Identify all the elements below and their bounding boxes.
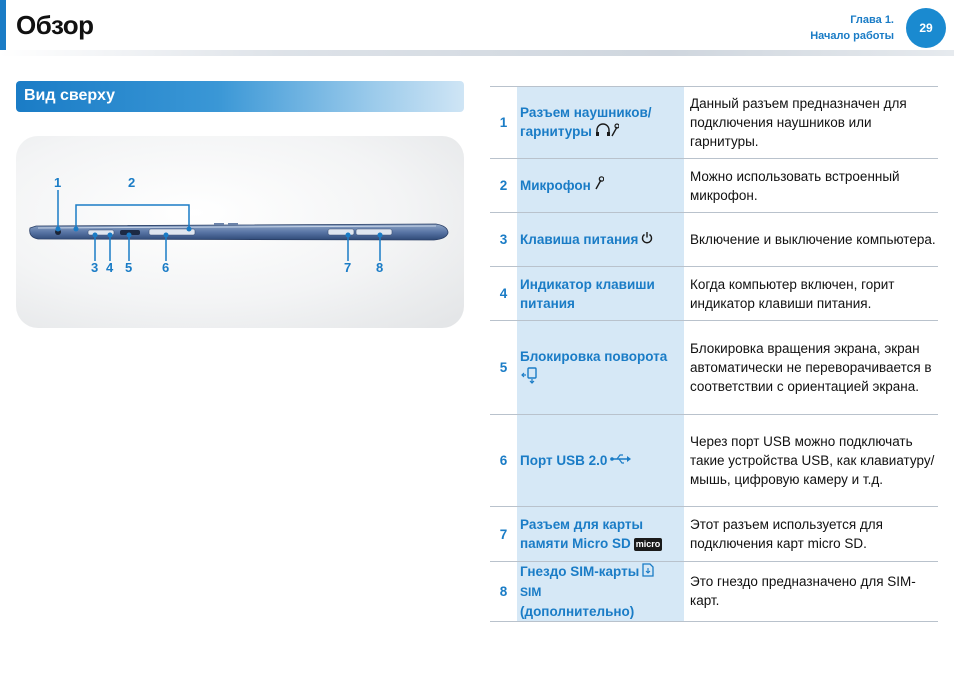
callout-8: 8 — [376, 260, 383, 275]
sim-label: SIM — [520, 584, 542, 599]
chapter-label: Глава 1. Начало работы — [810, 12, 894, 44]
row-number: 3 — [490, 212, 517, 267]
header-divider — [0, 50, 954, 56]
table-row: 8 Гнездо SIM-карты SIM(дополнительно) Эт… — [490, 561, 938, 622]
rotation-lock-icon — [520, 366, 540, 389]
device-illustration: 1 2 3 4 5 6 7 8 — [29, 175, 449, 275]
row-description: Можно использовать встроенный микрофон. — [684, 158, 938, 213]
table-row: 3 Клавиша питания Включение и выключение… — [490, 212, 938, 267]
row-name: Блокировка поворота — [517, 320, 684, 415]
row-name-suffix: (дополнительно) — [520, 603, 635, 619]
table-row: 6 Порт USB 2.0 Через порт USB можно подк… — [490, 414, 938, 507]
microsd-icon: micro — [633, 537, 663, 551]
section-title: Вид сверху — [24, 87, 115, 104]
headset-icon — [595, 123, 620, 142]
row-description: Данный разъем предназначен для подключен… — [684, 86, 938, 159]
table-row: 2 Микрофон Можно использовать встроенный… — [490, 158, 938, 213]
row-name: Микрофон — [517, 158, 684, 213]
row-name: Порт USB 2.0 — [517, 414, 684, 507]
row-name: Индикатор клавиши питания — [517, 266, 684, 321]
row-description: Включение и выключение компьютера. — [684, 212, 938, 267]
ports-table: 1 Разъем наушников/ гарнитуры Данный раз… — [490, 86, 938, 622]
row-number: 7 — [490, 506, 517, 562]
row-number: 8 — [490, 561, 517, 622]
power-icon — [641, 230, 653, 249]
row-description: Это гнездо предназначено для SIM-карт. — [684, 561, 938, 622]
page-title: Обзор — [16, 10, 94, 40]
row-description: Когда компьютер включен, горит индикатор… — [684, 266, 938, 321]
chapter-number: Глава 1. — [850, 14, 894, 26]
row-number: 5 — [490, 320, 517, 415]
callout-4: 4 — [106, 260, 114, 275]
page-number-badge: 29 — [906, 8, 946, 48]
row-description: Этот разъем используется для подключения… — [684, 506, 938, 562]
row-description: Через порт USB можно подключать такие ус… — [684, 414, 938, 507]
device-top-view-figure: 1 2 3 4 5 6 7 8 — [16, 136, 464, 328]
callout-3: 3 — [91, 260, 98, 275]
microphone-icon — [594, 176, 605, 195]
callout-1: 1 — [54, 175, 61, 190]
row-number: 1 — [490, 86, 517, 159]
row-name: Разъем наушников/ гарнитуры — [517, 86, 684, 159]
callout-7: 7 — [344, 260, 351, 275]
table-row: 5 Блокировка поворота Блокировка вращени… — [490, 320, 938, 415]
section-header: Вид сверху — [16, 81, 464, 112]
row-name: Клавиша питания — [517, 212, 684, 267]
header-accent-bar — [0, 0, 6, 50]
usb-icon — [610, 451, 632, 470]
chapter-title: Начало работы — [810, 30, 894, 42]
row-description: Блокировка вращения экрана, экран автома… — [684, 320, 938, 415]
callout-6: 6 — [162, 260, 169, 275]
table-row: 4 Индикатор клавиши питания Когда компью… — [490, 266, 938, 321]
callout-2: 2 — [128, 175, 135, 190]
callout-5: 5 — [125, 260, 132, 275]
sim-card-icon — [642, 563, 654, 582]
row-name: Гнездо SIM-карты SIM(дополнительно) — [517, 561, 684, 622]
row-number: 2 — [490, 158, 517, 213]
row-number: 4 — [490, 266, 517, 321]
row-number: 6 — [490, 414, 517, 507]
table-row: 1 Разъем наушников/ гарнитуры Данный раз… — [490, 86, 938, 159]
